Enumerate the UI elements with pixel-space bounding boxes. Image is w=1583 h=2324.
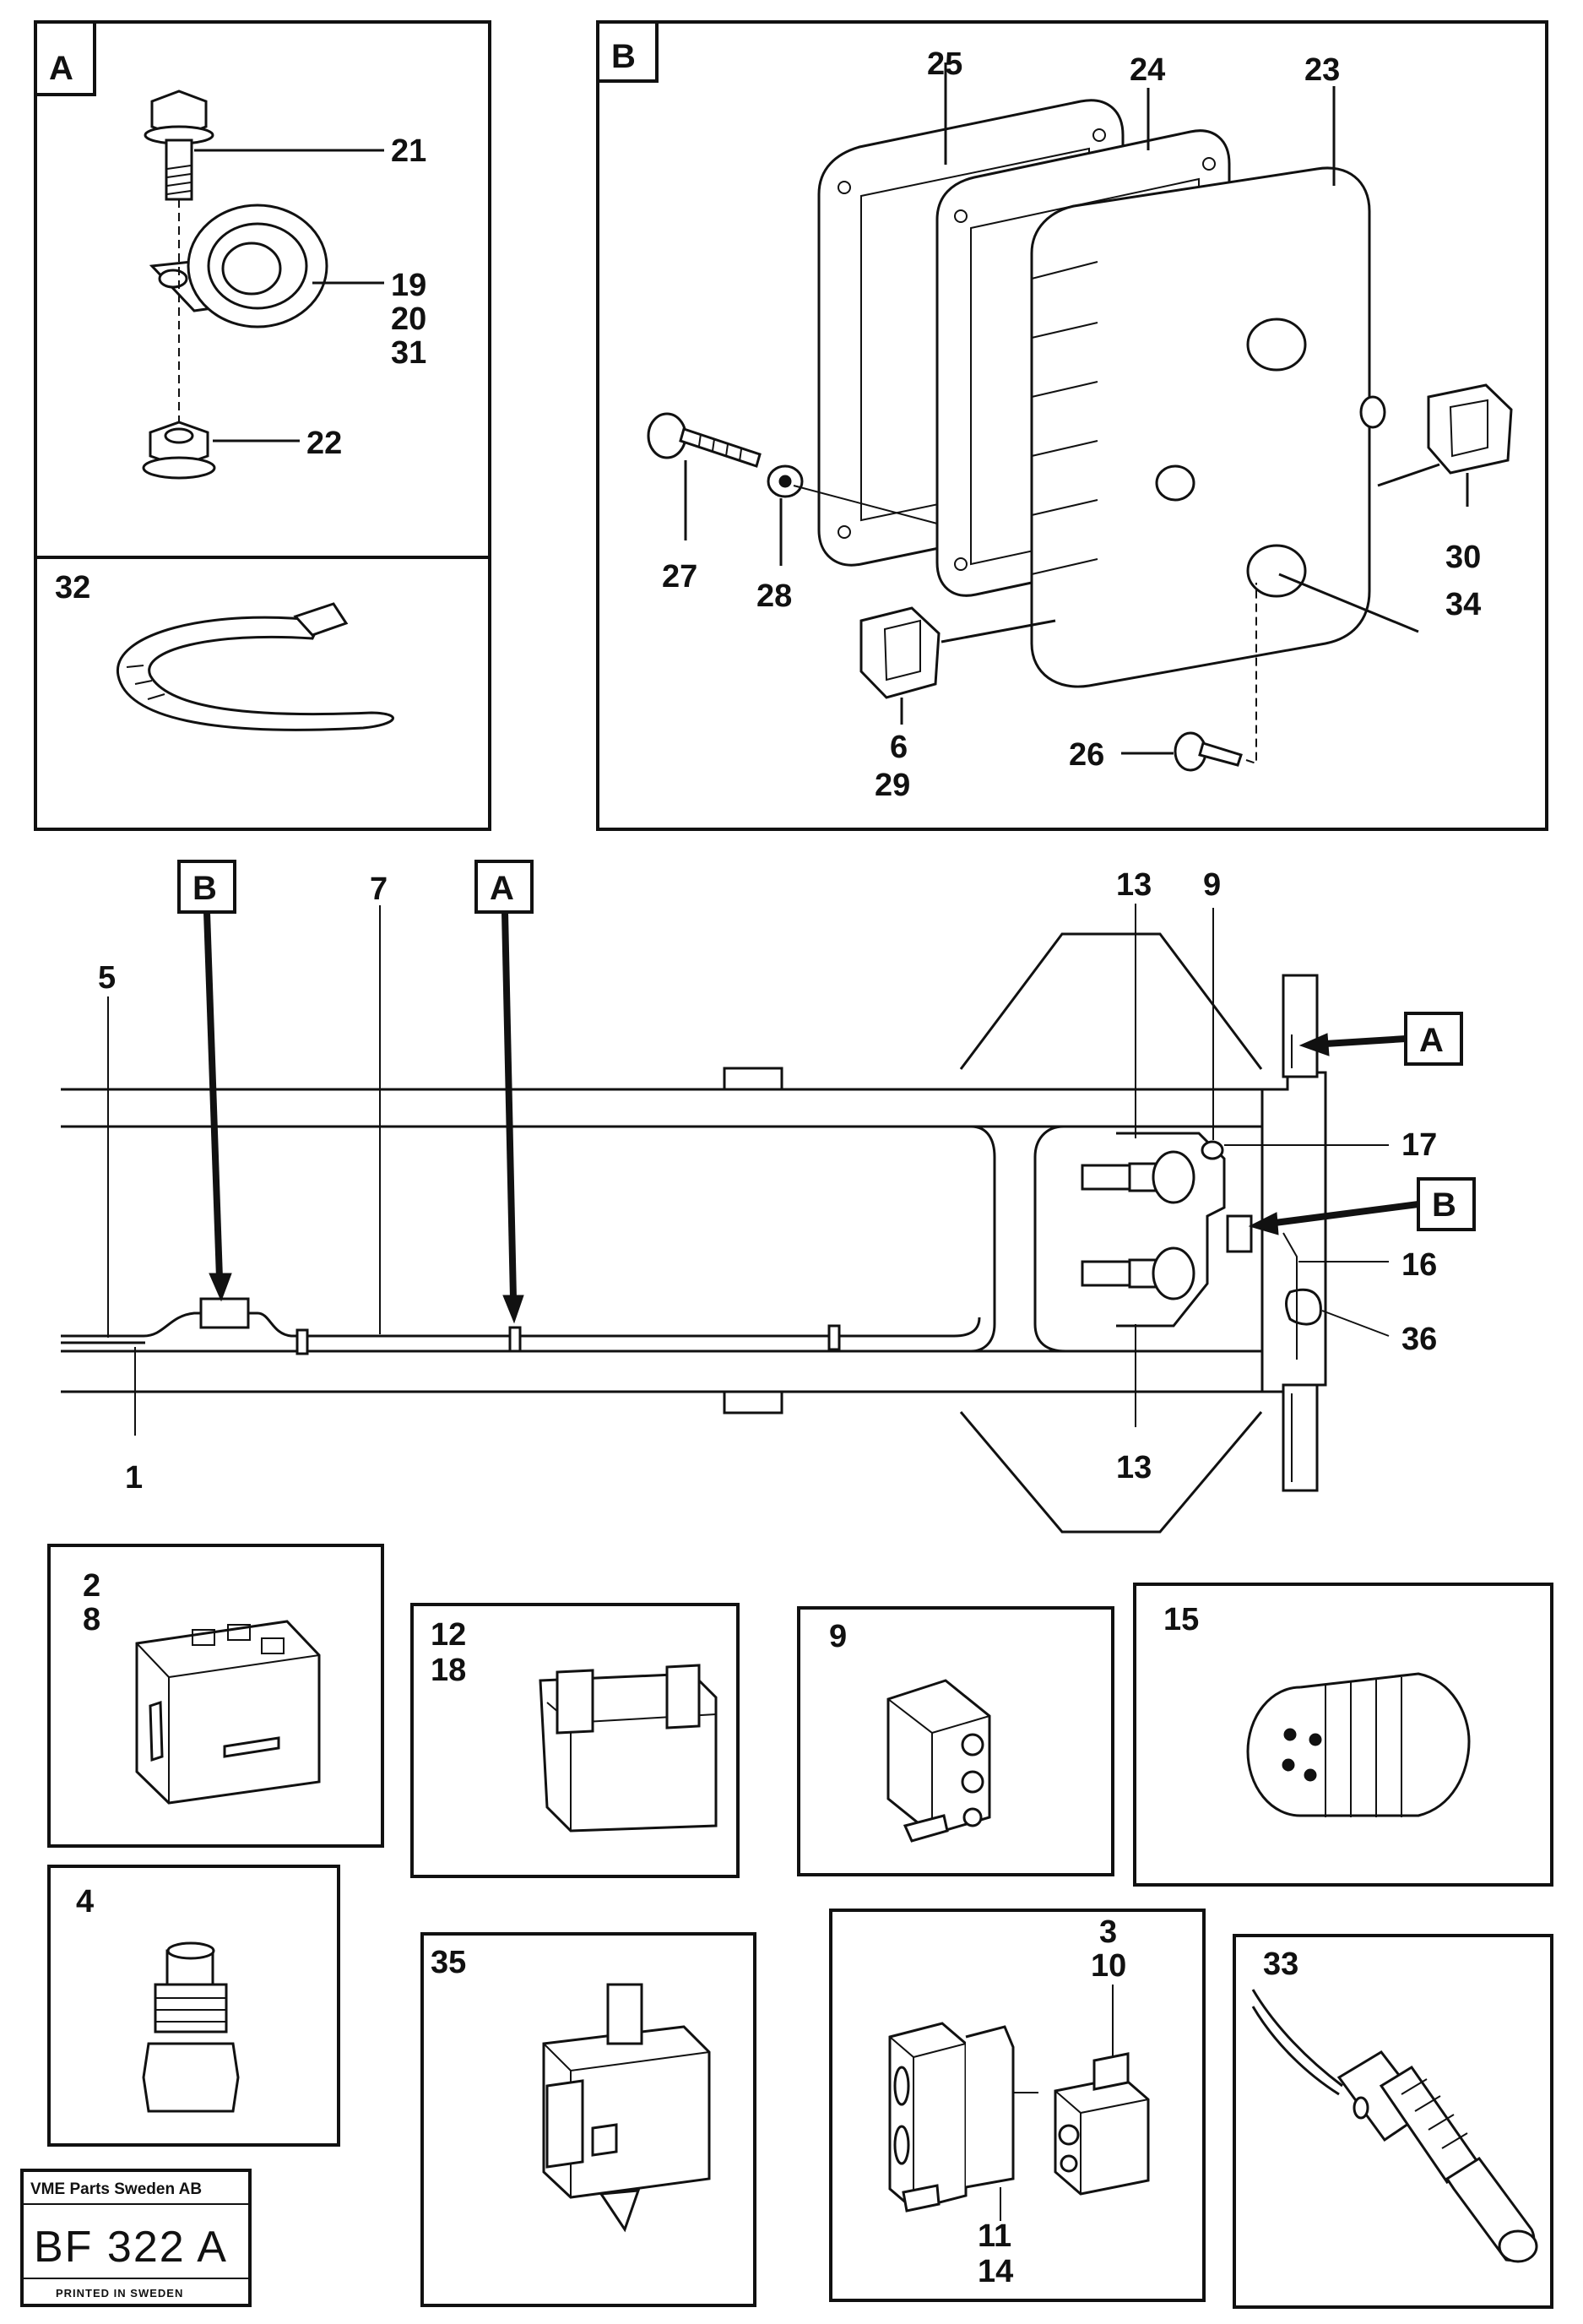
label-15: 15 [1163, 1602, 1199, 1637]
label-18: 18 [431, 1653, 466, 1688]
label-24: 24 [1130, 52, 1165, 88]
parts-stamp: VME Parts Sweden AB BF 322 A PRINTED IN … [20, 2169, 252, 2307]
cable-tie-illustration [117, 602, 394, 731]
detail-32-panel: 32 [34, 556, 491, 831]
stamp-printed: PRINTED IN SWEDEN [56, 2287, 183, 2300]
connector-3-illustration [1054, 2052, 1150, 2196]
label-9-box: 9 [829, 1619, 847, 1654]
label-29: 29 [875, 768, 910, 803]
box-33: 33 [1233, 1934, 1553, 2309]
label-19: 19 [391, 268, 426, 303]
stamp-code: BF 322 A [34, 2223, 228, 2272]
screw-26-illustration [1174, 731, 1243, 772]
label-7: 7 [370, 872, 388, 907]
label-16: 16 [1401, 1247, 1437, 1283]
stamp-company: VME Parts Sweden AB [30, 2180, 202, 2198]
box-12-18: 12 18 [410, 1603, 740, 1878]
cable-clamp-illustration [149, 204, 328, 329]
label-5: 5 [98, 960, 116, 996]
box-3-10-11-14: 3 10 11 14 [829, 1909, 1206, 2302]
label-12: 12 [431, 1617, 466, 1653]
connector-12-illustration [539, 1664, 718, 1833]
box-2-8: 2 8 [47, 1544, 384, 1848]
screw-27-illustration [647, 412, 762, 468]
label-33: 33 [1263, 1947, 1298, 1982]
detail-b-panel: B 25 24 23 [596, 20, 1548, 831]
clip-nut-30-illustration [1427, 383, 1513, 475]
label-23: 23 [1304, 52, 1340, 88]
label-3: 3 [1099, 1914, 1117, 1950]
label-21: 21 [391, 133, 426, 169]
label-9: 9 [1203, 867, 1221, 903]
label-4: 4 [76, 1884, 94, 1919]
washer-28-illustration [767, 464, 804, 498]
label-6: 6 [890, 730, 908, 765]
label-28: 28 [756, 578, 792, 614]
box-35: 35 [420, 1932, 756, 2307]
sensor-33-illustration [1251, 1989, 1538, 2263]
label-1: 1 [125, 1460, 143, 1496]
fitting-4-illustration [142, 1941, 240, 2113]
label-13-bottom: 13 [1116, 1450, 1152, 1485]
chassis-diagram: B A A B 5 7 1 13 9 17 16 36 [61, 860, 1476, 1534]
label-25: 25 [927, 46, 962, 82]
label-31: 31 [391, 335, 426, 371]
label-13-top: 13 [1116, 867, 1152, 903]
label-2: 2 [83, 1568, 100, 1604]
detail-a-tag: A [49, 50, 73, 87]
label-36: 36 [1401, 1322, 1437, 1357]
flange-nut-illustration [142, 421, 216, 480]
socket-15-illustration [1246, 1672, 1471, 1817]
label-8: 8 [83, 1602, 100, 1637]
chassis-callout-b-right: B [1432, 1186, 1456, 1224]
label-27: 27 [662, 559, 697, 595]
label-35: 35 [431, 1945, 466, 1980]
label-34: 34 [1445, 587, 1481, 622]
label-14: 14 [978, 2254, 1013, 2289]
chassis-callout-a-right: A [1419, 1022, 1444, 1059]
chassis-callout-a: A [490, 870, 514, 907]
detail-b-tag: B [611, 38, 636, 75]
label-22: 22 [306, 426, 342, 461]
bolt-illustration [144, 90, 214, 201]
label-20: 20 [391, 301, 426, 337]
detail-a-panel: A 21 19 20 31 22 [34, 20, 491, 559]
chassis-callout-b: B [192, 870, 217, 907]
box-9: 9 [797, 1606, 1114, 1876]
label-30: 30 [1445, 540, 1481, 575]
box-4: 4 [47, 1865, 340, 2147]
label-26: 26 [1069, 737, 1104, 773]
connector-35-illustration [542, 1983, 711, 2233]
label-17: 17 [1401, 1127, 1437, 1163]
connector-9-illustration [886, 1679, 991, 1843]
housing-cover-illustration [1030, 166, 1386, 688]
box-15: 15 [1133, 1583, 1553, 1887]
connector-11-illustration [888, 2022, 1015, 2213]
label-32: 32 [55, 570, 90, 605]
connector-2-illustration [135, 1620, 321, 1805]
clip-nut-6-illustration [859, 606, 941, 699]
label-11: 11 [978, 2218, 1011, 2254]
label-10: 10 [1091, 1948, 1126, 1984]
